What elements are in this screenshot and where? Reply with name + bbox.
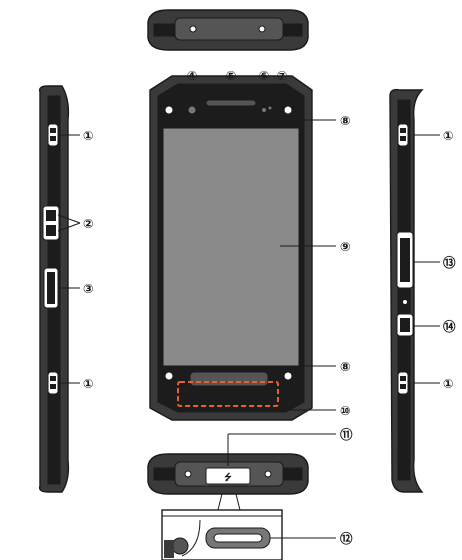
callout-5: ⑤: [226, 68, 237, 83]
leader-lines: [57, 83, 440, 539]
callout-12: ⑫: [340, 531, 353, 546]
strap-hole-right-top: [397, 123, 409, 147]
strap-hole-left-top: [47, 123, 59, 147]
front-screw-bl: [164, 371, 174, 381]
front-screw-tl: [164, 105, 174, 115]
earpiece: [205, 99, 257, 107]
callout-7: ⑦: [277, 68, 288, 83]
right-side-view: [389, 88, 424, 493]
top-screw-left: [189, 25, 197, 33]
front-camera: [187, 105, 197, 115]
callout-2: ②: [83, 216, 94, 231]
left-side-view: [38, 85, 70, 493]
callout-1-right-bottom: ①: [443, 376, 454, 391]
top-screw-right: [258, 25, 266, 33]
front-view: [149, 75, 313, 421]
front-screw-br: [283, 371, 293, 381]
callout-14: ⑭: [443, 319, 456, 334]
mic-area: [189, 371, 269, 387]
bottom-view: ⭍: [147, 453, 309, 560]
callout-9: ⑨: [340, 239, 351, 254]
display-screen: [162, 127, 300, 367]
usb-icon: ⭍: [224, 472, 232, 483]
callout-6: ⑥: [259, 68, 270, 83]
callout-3: ③: [83, 281, 94, 296]
callout-1-left-bottom: ①: [83, 376, 94, 391]
strap-hole-left-bottom: [47, 371, 59, 395]
top-view: [147, 9, 309, 51]
callout-8-bottom: ⑧: [340, 359, 351, 374]
callout-8-top: ⑧: [340, 113, 351, 128]
callout-10: ⑩: [340, 403, 351, 418]
callout-4: ④: [187, 68, 198, 83]
callout-1-left-top: ①: [83, 128, 94, 143]
light-sensor: [267, 105, 273, 111]
front-screw-tr: [283, 105, 293, 115]
usb-port-cover: [205, 467, 251, 485]
callout-13: ⑬: [443, 255, 456, 270]
callout-11: ⑪: [340, 427, 353, 442]
callout-1-right-top: ①: [443, 128, 454, 143]
strap-hole-right-bottom: [397, 371, 409, 395]
callout-labels: ① ② ③ ① ④ ⑤ ⑥ ⑦ ⑧ ⑨ ⑧ ⑩ ⑪ ⑫ ① ⑬ ⑭ ①: [83, 68, 456, 546]
proximity-sensor: [261, 107, 267, 113]
